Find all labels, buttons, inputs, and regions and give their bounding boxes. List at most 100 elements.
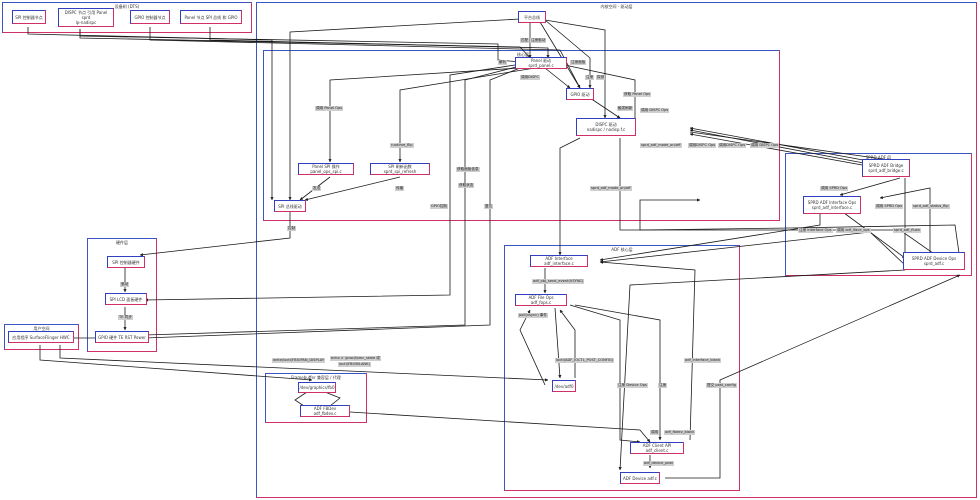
edge-label-sprd-flush: sprd_adf_flush <box>893 228 921 233</box>
edge-fops-to-client2 <box>574 304 662 441</box>
edge-label-sprd-ops2: 调用 SPRD Ops <box>875 204 904 209</box>
edge-label-vsync-event: adf_obj_send_event(VSYNC) <box>532 279 585 284</box>
cluster-user-title: 用户空间 <box>33 326 50 331</box>
edge-dispc-to-adf-iface <box>558 137 581 256</box>
cluster-dts: 设备树 (DTS) <box>2 2 252 33</box>
cluster-sprd-title: SPRD ADF 层 <box>865 155 892 160</box>
edge-label-ioctl: ioctl(ADF_IOCTL_POST_CONFIG) <box>555 358 615 363</box>
edge-dispc-to-sprd-dev <box>619 138 941 259</box>
cluster-fb-title: Framebuffer 兼容层 / 代理 <box>291 375 341 380</box>
edge-panel-to-lcd-hw <box>144 64 516 302</box>
cluster-adf: ADF 核心层 <box>504 245 740 491</box>
edge-label-call-panel-ops: 调用 Panel Ops <box>315 106 344 111</box>
edge-label-parse: 解析 <box>498 60 508 65</box>
edge-label-match: 匹配 <box>520 38 530 43</box>
edge-label-gpio-ctrl: GPIO控制 <box>430 204 449 209</box>
edge-label-call-dispc-ops-b: 调用DISPC Ops <box>718 143 747 148</box>
edge-panel-node-to-panel <box>209 27 550 59</box>
node-platform-bus-label: 平台总线 <box>524 14 540 20</box>
edge-label-write-ioctl: write/ioctl/FBIOPAN_DISPLAY <box>272 358 326 363</box>
node-spi-controller-dts-label: SPI 控制器节点 <box>15 14 43 20</box>
cluster-sprd: SPRD ADF 层 <box>785 153 972 276</box>
edge-spi-bus-to-spictrl <box>139 212 291 257</box>
node-adf-fbdev: ADF FBDev adf_fbdev.c <box>300 405 350 417</box>
edge-label-drive: 驱动 <box>120 282 130 287</box>
edge-platform-to-dispc <box>544 19 607 119</box>
edge-refresh-to-spi-bus <box>304 176 401 201</box>
node-dispc-driver-label-1: DISPC 驱动 <box>595 122 617 127</box>
node-dev-adf-label: /dev/adf0 <box>554 383 574 389</box>
edge-panel-to-gpio-hw-b <box>144 65 526 340</box>
node-adf-device-label: ADF Device adf.c <box>623 475 657 481</box>
node-dispc-dts-label-1: DISPC 节点 引用 Panel sprd <box>64 10 108 20</box>
node-spi-bus-driver: SPI 总线驱动 <box>274 200 306 212</box>
node-sprd-bridge-label-1: SPRD ADF Bridge <box>868 163 904 168</box>
node-gpio-driver-label: GPIO 驱动 <box>570 91 590 97</box>
edge-label-sprd-ops: 调用 SPRD Ops <box>820 186 849 191</box>
node-panel-driver: Panel 驱动 sprd_panel.c <box>515 57 567 69</box>
node-lcd-panel-hw-label: SPI LCD 面板硬件 <box>109 296 143 302</box>
edge-panel-to-refresh <box>398 67 536 163</box>
edge-dev-to-fops <box>559 309 576 378</box>
edge-label-get-panel-info: 获取面板信息 <box>456 167 480 172</box>
node-gpio-driver: GPIO 驱动 <box>566 88 594 100</box>
edge-spi-ctrl-to-spi-bus <box>27 27 274 201</box>
edge-fbdev-to-client <box>349 411 651 443</box>
node-dispc-driver-label-2: nadispc / nadisp.f.c <box>586 127 626 132</box>
edge-fops-to-client <box>569 304 641 444</box>
node-adf-client: ADF Client API adf_client.c <box>630 442 684 454</box>
edge-gpio-to-dispc <box>589 97 621 119</box>
node-gpio-hw-label: GPIO 硬件 TE RST Power <box>98 334 146 340</box>
node-sprd-dev-label-1: SPRD ADF Device Ops <box>911 256 957 261</box>
edge-panel-to-gpio <box>544 67 571 89</box>
edge-gpio-node-to-gpio <box>149 27 581 89</box>
edge-label-reset: 复位 <box>484 204 494 209</box>
cluster-kernel-title: 内核空间 - 驱动层 <box>600 4 633 9</box>
edge-label-poll: poll(vsync) 事件 <box>518 313 548 318</box>
node-spi-controller-hw: SPI 控制器硬件 <box>107 256 145 268</box>
edge-label-reg: 注册 <box>585 75 595 80</box>
edge-label-call-iface-ops: 调用 adf_iface_ops <box>836 228 871 233</box>
edge-app-to-fbdev <box>39 345 313 382</box>
edge-label-call-dispc: 调用DISPC <box>520 75 540 80</box>
edge-label-reg-driver: 注册驱动 <box>530 38 547 43</box>
edge-label-reg-dispc-ops: 调用 DISPC Ops <box>750 143 780 148</box>
edge-dev-to-bridge-loop <box>639 198 961 261</box>
edge-sprd-dev-to-device <box>618 269 906 471</box>
node-sprd-dev-label-2: sprd_adf.c <box>923 261 945 266</box>
edge-label-te-sync: TE 同步 <box>118 315 133 320</box>
node-sprd-bridge-label-2: sprd_adf_bridge.c <box>868 168 904 173</box>
edge-app-to-devadf <box>59 345 549 382</box>
node-gpio-dts: GPIO 控制器节点 <box>130 10 170 24</box>
edge-label-post-config: 提交 post_config <box>706 383 737 388</box>
cluster-dts-title: 设备树 (DTS) <box>114 4 140 9</box>
edge-platform-to-gpio <box>539 21 581 89</box>
cluster-hw-title: 硬件层 <box>116 240 128 245</box>
cluster-core-title: 核心层 <box>517 52 529 57</box>
edge-platform-to-spi-bus <box>288 18 521 201</box>
node-fb-dev: /dev/graphics/fb0 <box>298 382 336 393</box>
cluster-adf-title: ADF 核心层 <box>611 247 633 252</box>
node-panel-dts-label: Panel 节点 SPI 总线 和 GPIO <box>184 14 238 20</box>
edge-dispc-to-panel <box>559 63 636 118</box>
node-sprd-iface-label-1: SPRD ADF Interface Ops <box>807 200 857 205</box>
node-app-label: 应用程序 SurfaceFlinger HWC <box>12 334 70 340</box>
edge-label-trigger-refresh: 触发刷新 <box>617 106 634 111</box>
edge-label-call-dispc-ops-c: 调用 DISPC Ops <box>640 108 670 113</box>
edge-client-to-adf-iface <box>599 260 696 441</box>
node-spi-refresh: SPI 刷新函数 sprd_spi_refresh <box>370 163 430 175</box>
edge-label-send: 发送 <box>312 186 322 191</box>
node-app: 应用程序 SurfaceFlinger HWC <box>8 331 74 343</box>
edge-label-get-panel-ops: 获取 Panel Ops <box>623 92 652 97</box>
edge-bridge-to-iface <box>839 177 901 196</box>
node-fb-dev-label: /dev/graphics/fb0 <box>299 385 335 390</box>
edge-iface-to-adf-iface <box>599 212 821 262</box>
edge-label-probe: 探测 <box>596 75 606 80</box>
node-panel-spi-ops: Panel SPI 操作 panel_ops_spi.c <box>298 163 354 175</box>
edge-label-fbdev-blank: adf_fbdev_blank <box>664 430 696 435</box>
edge-label-register: 注册 <box>658 383 668 388</box>
